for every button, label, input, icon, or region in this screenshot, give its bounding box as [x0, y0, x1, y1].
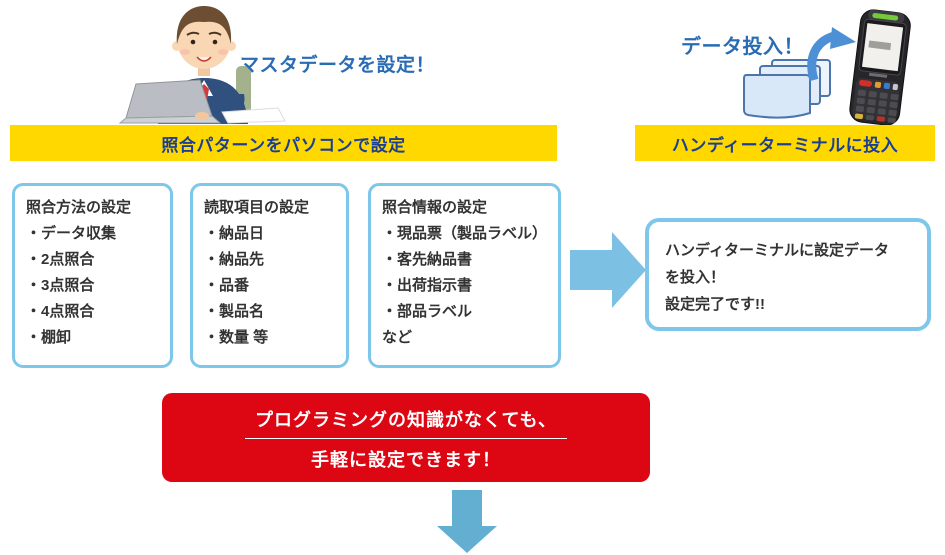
pc-setup-banner: 照合パターンをパソコンで設定 [10, 125, 557, 161]
handy-terminal-icon [849, 9, 911, 126]
terminal-input-banner-label: ハンディーターミナルに投入 [671, 135, 899, 155]
box-title: 照合方法の設定 [26, 199, 132, 216]
box-item: ・数量 等 [204, 329, 269, 346]
result-line: 設定完了です!! [665, 296, 765, 313]
pc-setup-banner-label: 照合パターンをパソコンで設定 [161, 135, 406, 155]
no-programming-line1: プログラミングの知識がなくても、 [244, 404, 568, 439]
curved-arrow-icon [807, 27, 856, 82]
result-line: を投入！ [665, 269, 726, 286]
box-item: ・データ収集 [26, 225, 117, 242]
box-item: ・現品票（製品ラベル） [382, 225, 548, 242]
terminal-input-banner: ハンディーターミナルに投入 [635, 125, 935, 161]
box-item: など [382, 329, 413, 346]
matching-method-box: 照合方法の設定 ・データ収集 ・2点照合 ・3点照合 ・4点照合 ・棚卸 [12, 183, 173, 368]
box-item: ・客先納品書 [382, 251, 473, 268]
box-item: ・品番 [204, 277, 250, 294]
reading-item-box: 読取項目の設定 ・納品日 ・納品先 ・品番 ・製品名 ・数量 等 [190, 183, 349, 368]
person-at-laptop-icon [118, 6, 286, 124]
matching-info-box: 照合情報の設定 ・現品票（製品ラベル） ・客先納品書 ・出荷指示書 ・部品ラベル… [368, 183, 561, 368]
box-item: ・納品先 [204, 251, 265, 268]
result-line: ハンディターミナルに設定データ [665, 242, 889, 259]
no-programming-banner: プログラミングの知識がなくても、 手軽に設定できます！ [162, 393, 650, 482]
box-item: ・4点照合 [26, 303, 95, 320]
box-item: ・棚卸 [26, 329, 72, 346]
setup-complete-box: ハンディターミナルに設定データ を投入！ 設定完了です!! [645, 218, 931, 331]
no-programming-line2: 手軽に設定できます！ [311, 450, 501, 470]
box-title: 読取項目の設定 [204, 199, 310, 216]
data-input-caption: データ投入！ [681, 36, 804, 58]
box-title: 照合情報の設定 [382, 199, 488, 216]
box-item: ・部品ラベル [382, 303, 473, 320]
down-arrow-icon [437, 490, 497, 553]
master-data-caption: マスタデータを設定！ [240, 55, 436, 76]
box-item: ・納品日 [204, 225, 265, 242]
box-item: ・出荷指示書 [382, 277, 473, 294]
box-item: ・製品名 [204, 303, 265, 320]
box-item: ・3点照合 [26, 277, 95, 294]
box-item: ・2点照合 [26, 251, 95, 268]
right-arrow-icon [570, 232, 646, 308]
